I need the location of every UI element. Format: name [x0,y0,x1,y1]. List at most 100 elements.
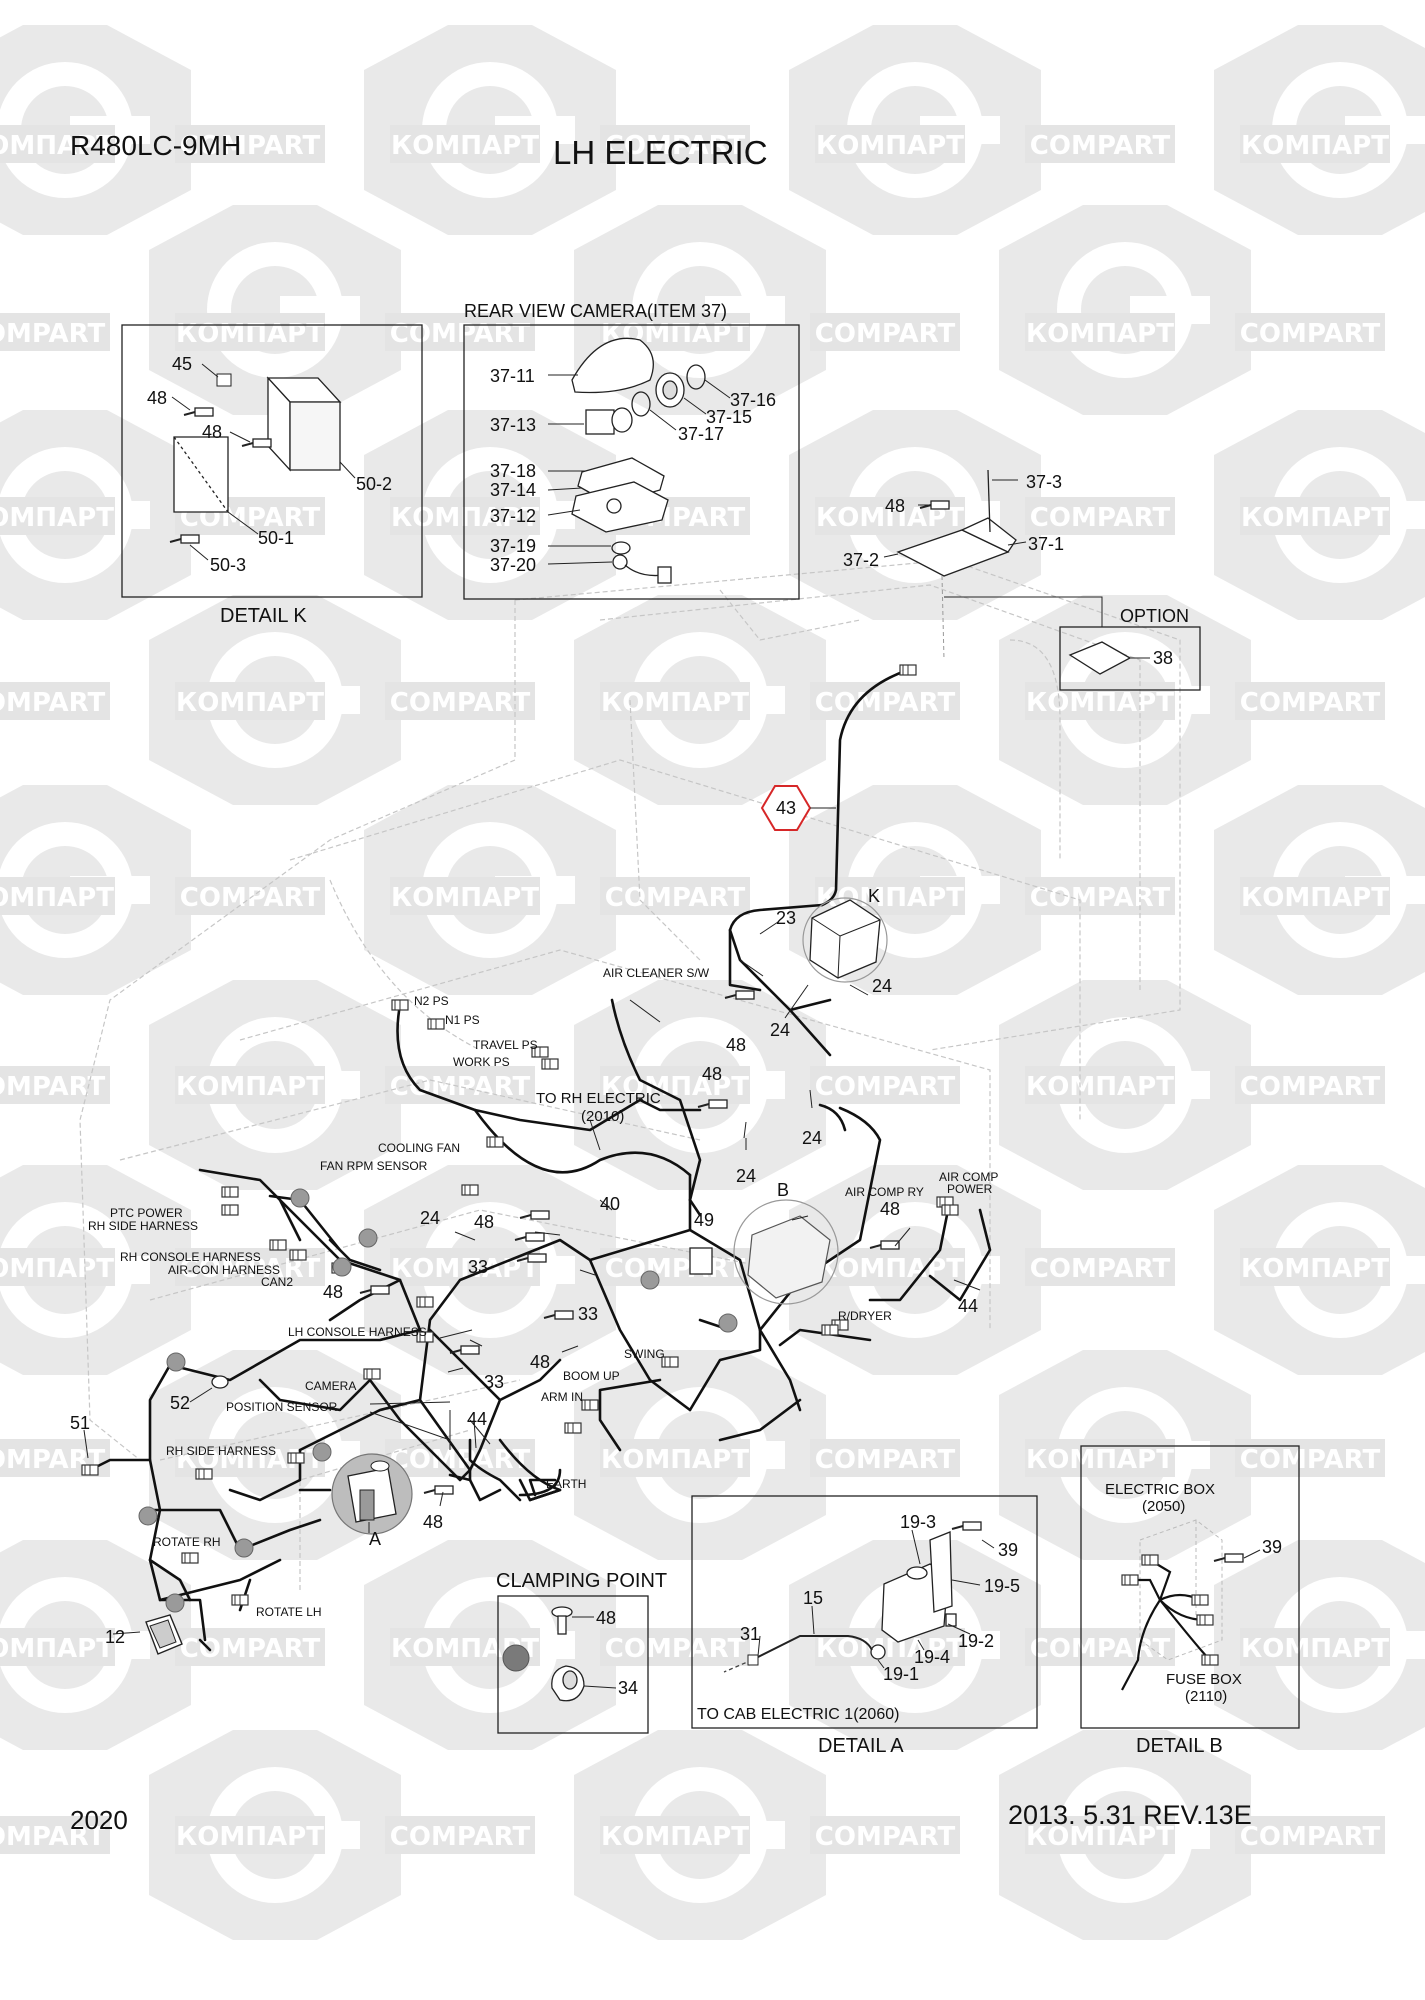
label-r-dryer: R/DRYER [838,1309,892,1323]
watermark-band [175,877,325,915]
watermark-text: COMPART [1030,131,1171,161]
main-leader-lines [83,921,981,1635]
label-31: 31 [740,1624,760,1644]
label-electric-box: ELECTRIC BOX [1105,1481,1215,1498]
label-49: 49 [694,1210,714,1230]
watermark-text: COMPART [605,883,746,913]
camera-panel: REAR VIEW CAMERA(ITEM 37) [463,301,800,600]
detail-k-panel: 45 48 48 50-2 50-1 50-3 DETAIL K [121,324,423,627]
watermark-logo [999,205,1251,415]
detail-a-marker [331,1453,413,1535]
label-37-15: 37-15 [706,407,752,427]
watermark-text: КОМПАРТ [176,688,324,718]
label-48: 48 [323,1282,343,1302]
bolt-39 [1213,1553,1244,1563]
watermark-text: COMPART [815,319,956,349]
watermark-band [175,682,325,720]
label-39: 39 [998,1540,1018,1560]
page-title: LH ELECTRIC [553,134,768,171]
page-number: 2020 [70,1805,128,1835]
main-labels: K 23 24 24 24 24 24 48 48 48 48 48 48 48… [70,886,998,1647]
watermark-band [1235,313,1385,351]
detail-b-caption: DETAIL B [1136,1735,1223,1757]
watermark-text: КОМПАРТ [1241,503,1389,533]
clamping-dot-symbol [502,1644,530,1672]
label-air-cleaner-sw: AIR CLEANER S/W [603,966,710,980]
machine-outline [79,559,1181,1590]
watermark-text: КОМПАРТ [1241,1634,1389,1664]
option-caption: OPTION [1120,606,1189,626]
watermark-band [600,125,750,163]
label-48: 48 [530,1352,550,1372]
watermark-band [385,1816,535,1854]
label-rh-side-harness: RH SIDE HARNESS [166,1444,276,1458]
label-52: 52 [170,1393,190,1413]
label-to-cab-electric: TO CAB ELECTRIC 1(2060) [697,1706,899,1723]
watermark-text: COMPART [390,319,531,349]
watermark-text: COMPART [815,1822,956,1852]
watermark-text: COMPART [0,1822,105,1852]
label-camera: CAMERA [305,1379,356,1393]
watermark-text: КОМПАРТ [1026,1072,1174,1102]
watermark-band [1240,1248,1390,1286]
bolt-39 [951,1521,982,1531]
label-12: 12 [105,1627,125,1647]
clamping-caption: CLAMPING POINT [496,1570,667,1592]
label-fan-rpm-sensor: FAN RPM SENSOR [320,1159,428,1173]
label-37-17: 37-17 [678,424,724,444]
label-rh-console-harness: RH CONSOLE HARNESS [120,1250,261,1264]
watermark-band [1025,497,1175,535]
watermark-text: КОМПАРТ [0,1254,114,1284]
label-k: K [868,886,880,906]
label-40: 40 [600,1194,620,1214]
watermark-text: КОМПАРТ [1241,131,1389,161]
watermark-band [390,1248,540,1286]
label-37-2: 37-2 [843,550,879,570]
camera-cover-37-11 [571,337,654,394]
washer-tank [870,1531,957,1660]
clamping-point-panel: CLAMPING POINT 48 34 [496,1570,667,1734]
label-50-1: 50-1 [258,528,294,548]
label-37-19: 37-19 [490,536,536,556]
watermark-band [1240,125,1390,163]
label-air-comp: AIR COMP [939,1170,998,1184]
label-can2: CAN2 [261,1275,293,1289]
watermark-text: КОМПАРТ [176,1822,324,1852]
label-50-3: 50-3 [210,555,246,575]
watermark-text: КОМПАРТ [816,1254,964,1284]
watermark-band [1240,497,1390,535]
watermark-band [600,682,750,720]
watermark-band [175,125,325,163]
watermark-band [1025,1439,1175,1477]
watermark-text: КОМПАРТ [176,1072,324,1102]
watermark-text: КОМПАРТ [391,503,539,533]
watermark-band [0,1816,110,1854]
label-34: 34 [618,1678,638,1698]
watermark-band [175,1066,325,1104]
watermark-text: COMPART [815,1445,956,1475]
label-n2-ps: N2 PS [414,994,449,1008]
watermark-text: КОМПАРТ [601,1822,749,1852]
watermark-band [1025,313,1175,351]
watermark-text: COMPART [390,1822,531,1852]
watermark-text: КОМПАРТ [1241,1254,1389,1284]
watermark-band [0,877,115,915]
label-33: 33 [578,1304,598,1324]
watermark-text: COMPART [605,131,746,161]
watermark-band [1235,1816,1385,1854]
label-rotate-lh: ROTATE LH [256,1605,322,1619]
label-19-5: 19-5 [984,1576,1020,1596]
watermark-text: COMPART [1030,883,1171,913]
label-19-2: 19-2 [958,1631,994,1651]
camera-unit-37-13 [585,409,615,435]
watermark-band [0,682,110,720]
label-24: 24 [872,976,892,996]
watermark-text: КОМПАРТ [816,1634,964,1664]
watermark-text: COMPART [1240,1072,1381,1102]
label-48: 48 [596,1608,616,1628]
watermark-text: КОМПАРТ [1026,1822,1174,1852]
watermark-band [600,1439,750,1477]
watermark-band [1235,1439,1385,1477]
detail-a-frame [691,1495,1038,1729]
watermark-text: КОМПАРТ [0,503,114,533]
